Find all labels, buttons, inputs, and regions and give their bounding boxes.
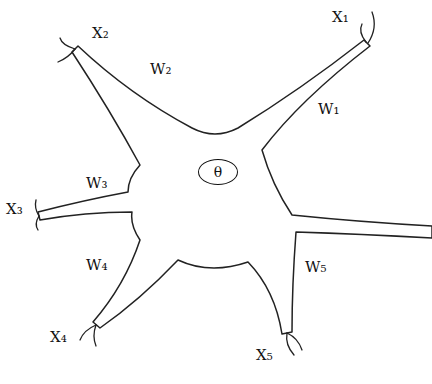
weight-label: W₁ (318, 100, 339, 118)
neuron-outline (38, 40, 432, 334)
weight-label: W₂ (150, 60, 171, 78)
input-label: X₅ (256, 346, 273, 364)
weight-label: W₃ (86, 174, 107, 192)
weight-label: W₅ (305, 258, 326, 276)
input-label: X₄ (50, 328, 67, 346)
input-label: X₁ (332, 8, 349, 26)
dendrite-twigs (35, 12, 374, 355)
input-label: X₂ (92, 24, 109, 42)
input-label: X₃ (6, 200, 23, 218)
threshold-ellipse: θ (198, 159, 238, 185)
weight-label: W₄ (86, 256, 107, 274)
threshold-symbol: θ (214, 165, 222, 179)
